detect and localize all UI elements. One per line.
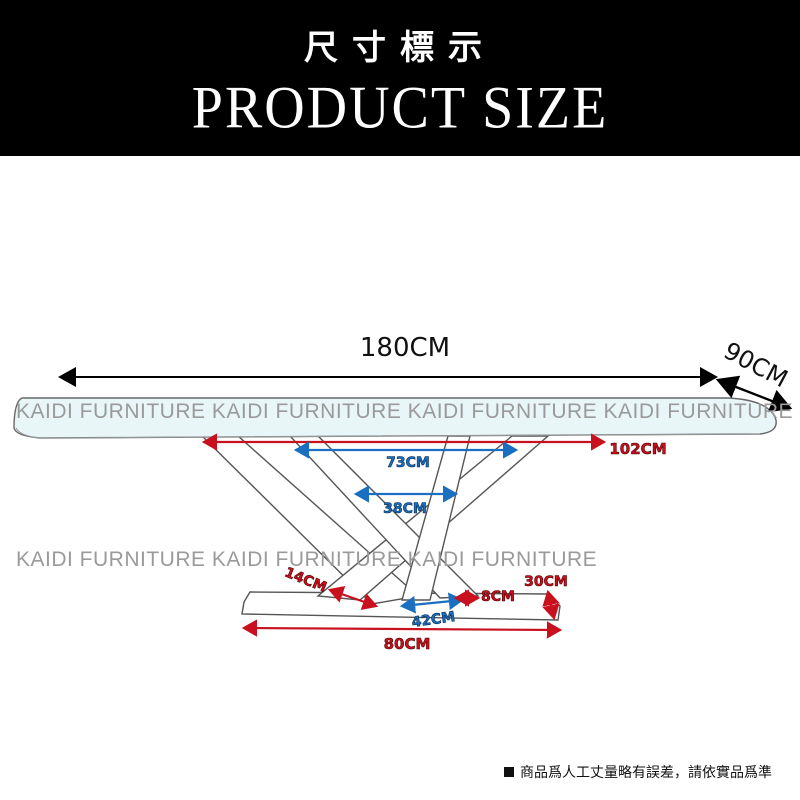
title-english: PRODUCT SIZE — [191, 74, 609, 142]
base-height-label: 30CM — [524, 574, 568, 590]
bullet-square-icon — [504, 767, 514, 777]
footer-note: 商品爲人工丈量略有誤差，請依實品爲準 — [520, 765, 772, 781]
foot-slant-arrow — [327, 586, 379, 610]
upper-inner-label: 73CM — [386, 455, 430, 471]
width-arrow — [715, 375, 793, 413]
watermark-lower: KAIDI FURNITURE KAIDI FURNITURE KAIDI FU… — [16, 548, 598, 571]
base-height-arrow — [542, 589, 560, 621]
header-banner: 尺寸標示 PRODUCT SIZE — [0, 0, 800, 156]
base-length-label: 80CM — [384, 635, 431, 653]
foot-gap-label: 8CM — [481, 589, 515, 605]
top-span-label: 102CM — [609, 440, 666, 458]
title-chinese: 尺寸標示 — [304, 28, 496, 68]
foot-inner-arrow — [399, 592, 465, 614]
base-length-arrow — [241, 619, 563, 639]
length-label: 180CM — [360, 333, 450, 363]
footer-disclaimer: 商品爲人工丈量略有誤差，請依實品爲準 — [504, 762, 772, 782]
watermark-upper: KAIDI FURNITURE KAIDI FURNITURE KAIDI FU… — [16, 400, 794, 423]
middle-inner-label: 38CM — [383, 501, 427, 517]
